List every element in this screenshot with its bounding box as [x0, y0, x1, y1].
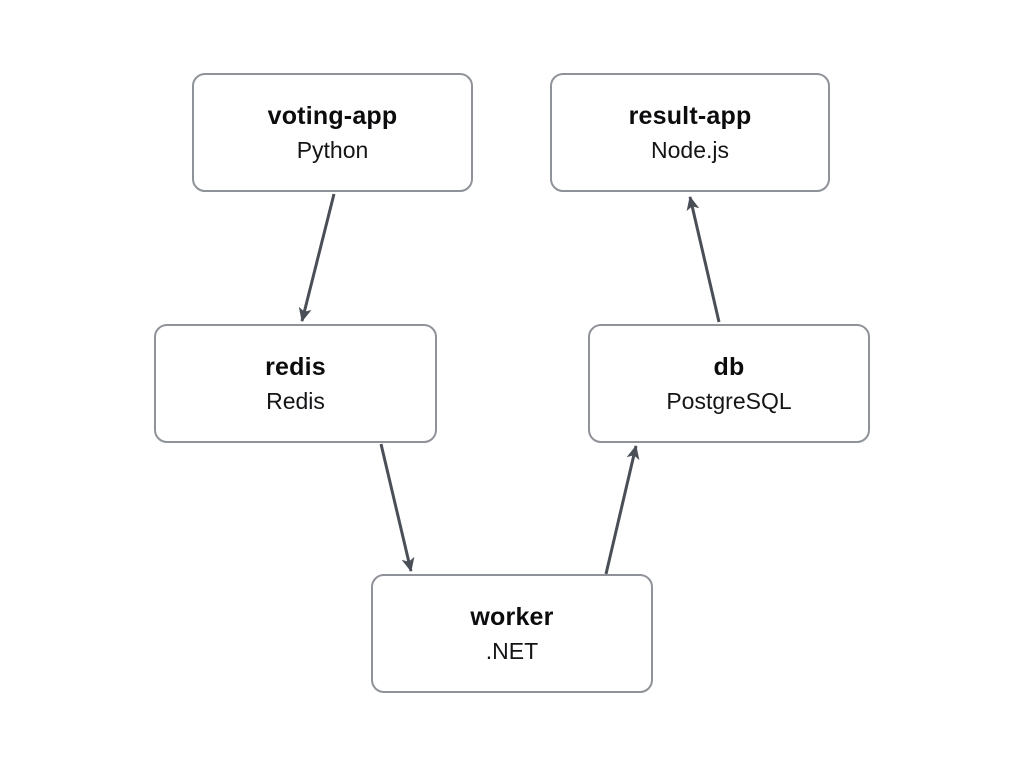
node-redis: redis Redis — [154, 324, 437, 443]
edge-voting-app-to-redis — [298, 193, 336, 322]
node-sublabel: Node.js — [651, 137, 729, 163]
edge-db-to-result-app — [686, 196, 721, 323]
node-sublabel: Redis — [266, 388, 325, 414]
node-label: db — [713, 353, 745, 381]
edge-redis-to-worker — [379, 443, 415, 572]
node-sublabel: .NET — [485, 638, 539, 664]
node-sublabel: PostgreSQL — [666, 388, 792, 414]
node-label: worker — [470, 603, 554, 631]
node-db: db PostgreSQL — [588, 324, 870, 443]
node-result-app: result-app Node.js — [550, 73, 830, 192]
node-voting-app: voting-app Python — [192, 73, 473, 192]
node-sublabel: Python — [296, 137, 369, 163]
edge-worker-to-db — [604, 445, 640, 575]
node-label: voting-app — [267, 102, 398, 130]
node-worker: worker .NET — [371, 574, 653, 693]
node-label: redis — [265, 353, 326, 381]
node-label: result-app — [628, 102, 752, 130]
